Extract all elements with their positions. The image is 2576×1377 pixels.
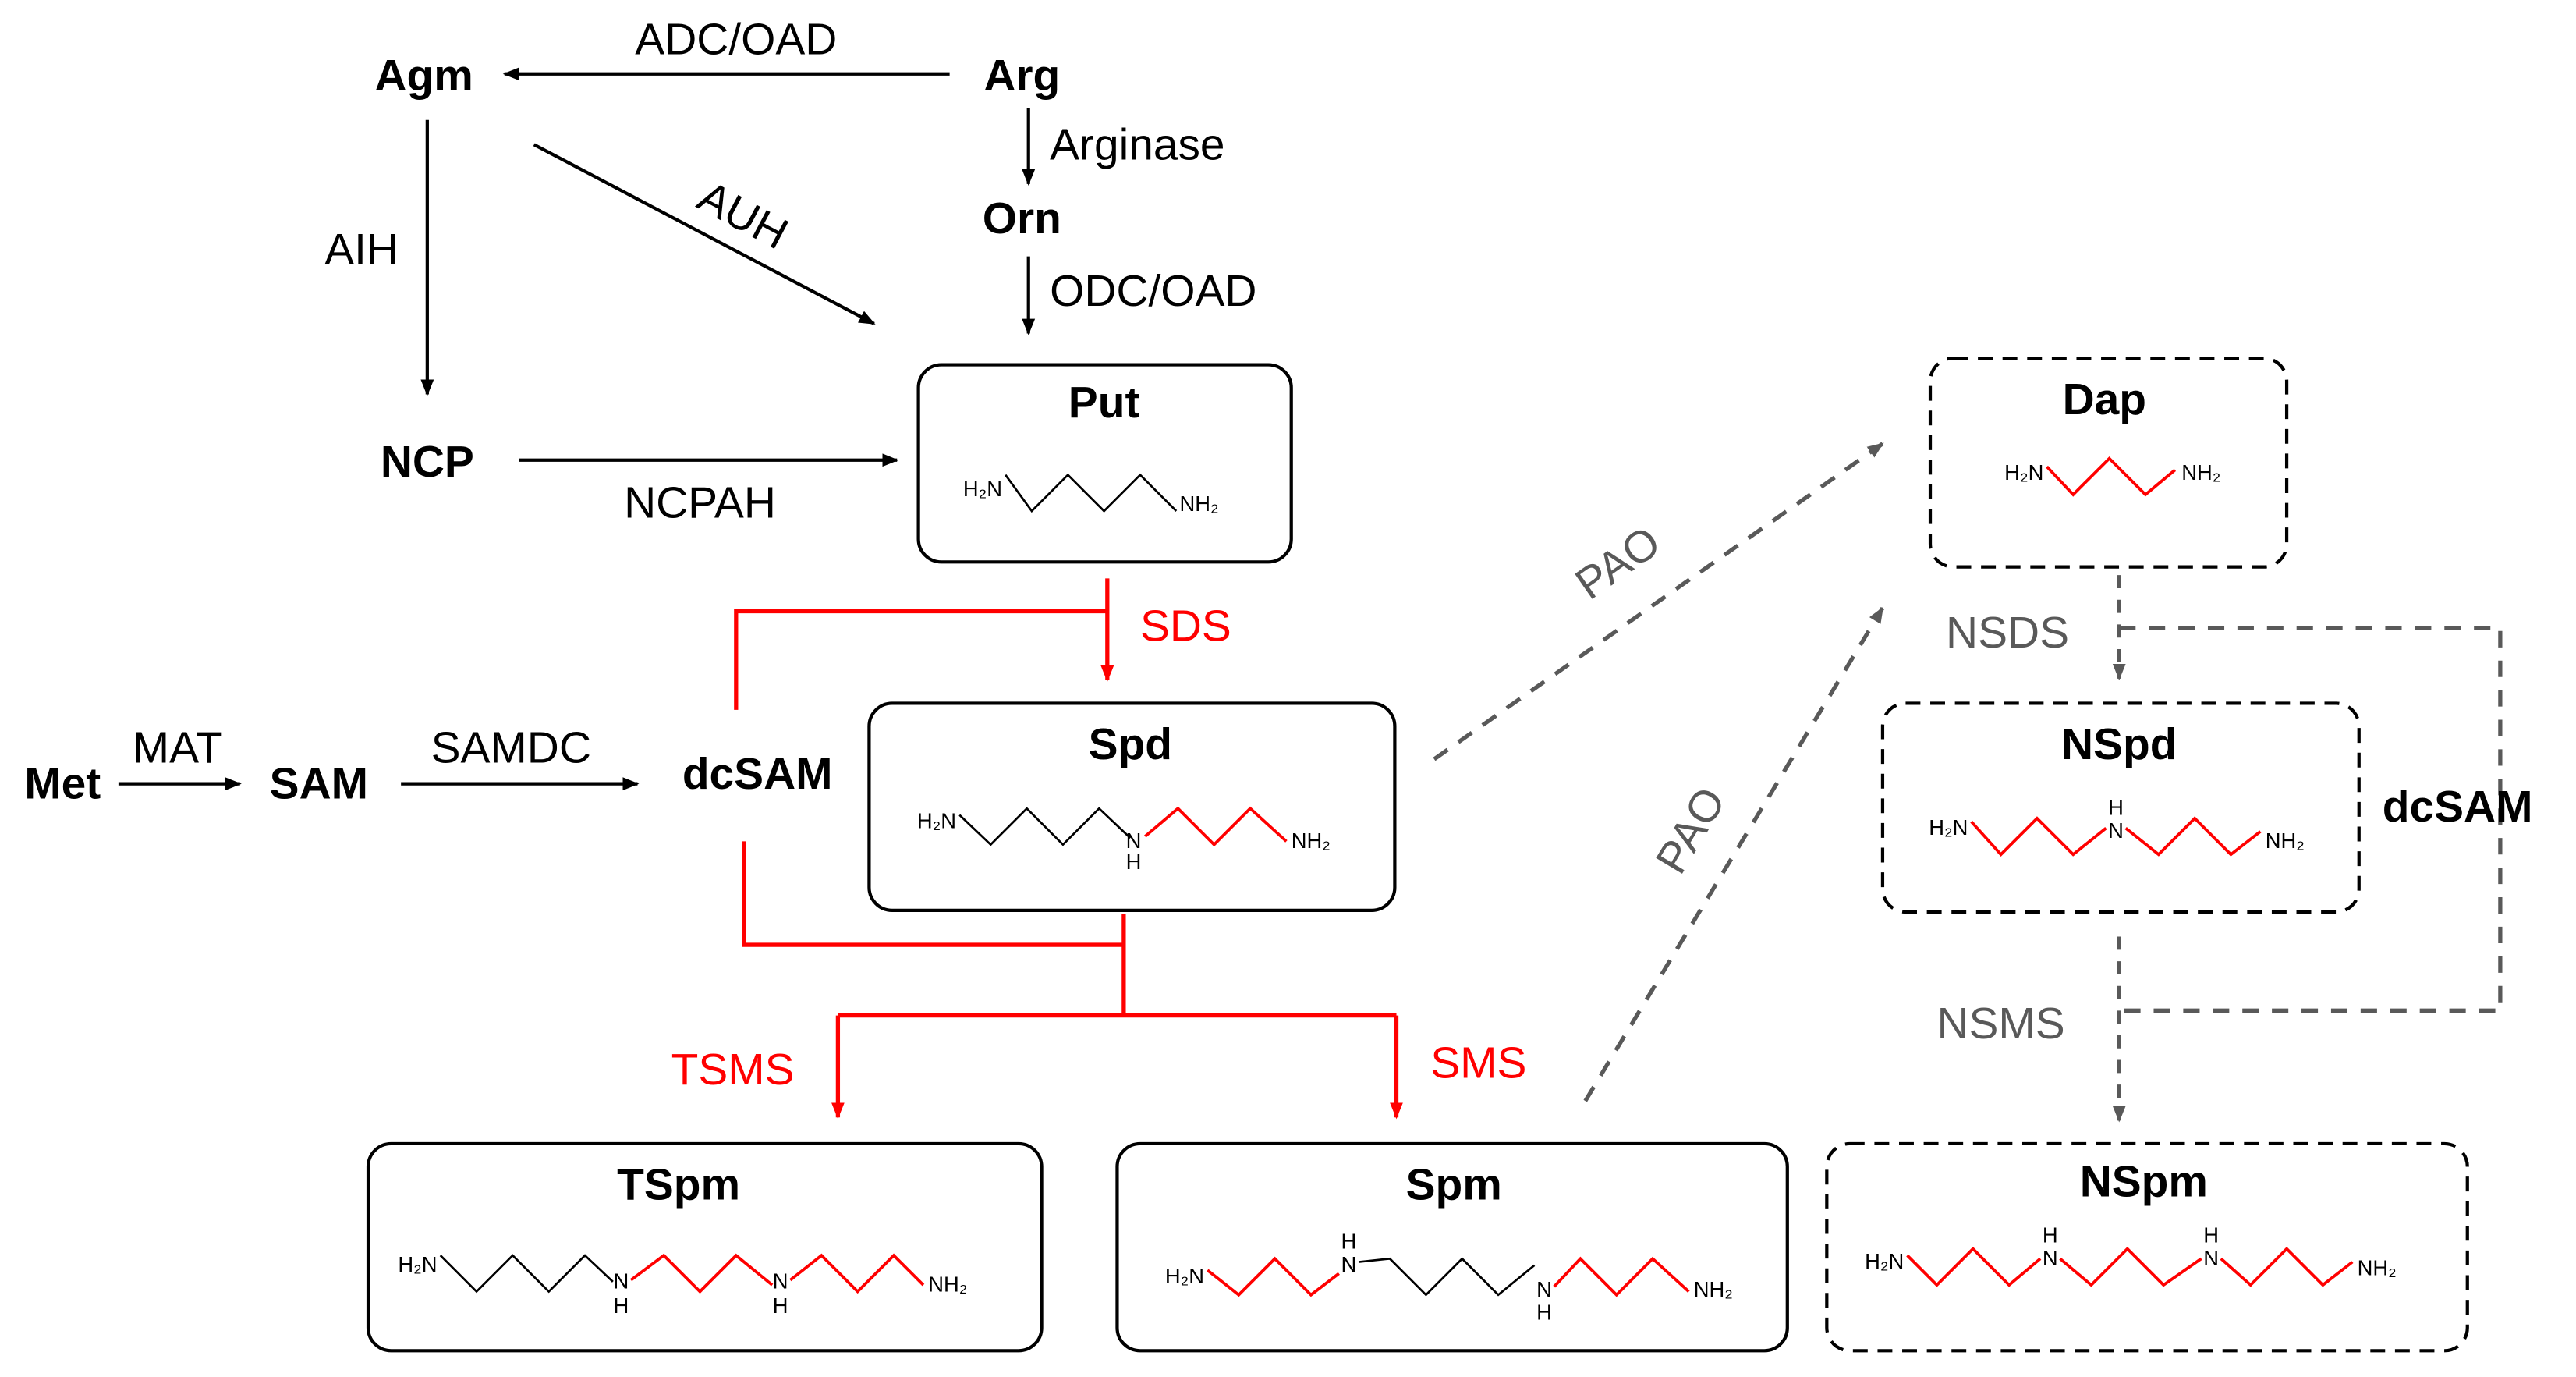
tspm-chain-red-2 <box>789 1253 925 1294</box>
nspm-n2: N <box>2203 1246 2219 1270</box>
tspm-structure: H₂N N H N H NH₂ <box>398 1252 967 1318</box>
ncp-label: NCP <box>381 438 474 487</box>
dcsam-label: dcSAM <box>682 750 833 799</box>
tspm-n1: N <box>613 1269 629 1293</box>
spm-h-bottom: H <box>1536 1300 1552 1324</box>
tspm-n2: N <box>773 1269 788 1293</box>
spm-chain-red-right <box>1553 1256 1690 1297</box>
enzyme-nsds: NSDS <box>1946 609 2069 658</box>
arrow-spm-to-nspd <box>1583 606 1885 1102</box>
nspm-h1: H <box>2043 1223 2058 1247</box>
put-box <box>916 363 1293 564</box>
dcsam-supply-sds <box>734 609 1107 710</box>
nspm-chain-red-3 <box>2220 1247 2354 1287</box>
dap-h2n: H₂N <box>2004 460 2043 484</box>
spm-n1: N <box>1341 1252 1357 1276</box>
nspm-h2: H <box>2203 1223 2219 1247</box>
put-nh2: NH₂ <box>1179 492 1218 516</box>
tspm-label: TSpm <box>617 1161 740 1210</box>
spd-nh2: NH₂ <box>1292 829 1331 853</box>
nspd-h2n: H₂N <box>1929 815 1968 839</box>
enzyme-mat: MAT <box>133 723 223 772</box>
put-h2n: H₂N <box>963 477 1002 501</box>
spm-chain-black <box>1358 1257 1536 1297</box>
dap-chain-red <box>2046 456 2177 497</box>
nspd-nh2: NH₂ <box>2266 829 2305 853</box>
dap-nh2: NH₂ <box>2181 460 2220 484</box>
nspd-structure: H₂N H N NH₂ <box>1929 796 2305 857</box>
put-structure: H₂N NH₂ <box>963 473 1219 516</box>
enzyme-ncpah: NCPAH <box>624 478 776 527</box>
nspd-box <box>1880 701 2361 914</box>
put-chain <box>1005 473 1178 513</box>
tspm-chain-red <box>629 1253 774 1294</box>
enzyme-sms: SMS <box>1430 1039 1526 1088</box>
arrow-agm-to-put <box>533 143 876 325</box>
enzyme-nsms: NSMS <box>1936 999 2064 1049</box>
spd-chain-black <box>958 807 1132 846</box>
arrow-spd-to-dap <box>1433 442 1884 761</box>
nspm-chain-red-1 <box>1906 1247 2042 1287</box>
spm-structure: H₂N H N N H NH₂ <box>1165 1230 1733 1325</box>
enzyme-pao-upper: PAO <box>1567 517 1669 609</box>
spd-box <box>867 701 1397 912</box>
nspd-h: H <box>2108 796 2124 820</box>
enzyme-odc-oad: ODC/OAD <box>1050 267 1256 316</box>
spd-chain-red <box>1144 806 1288 847</box>
spd-h: H <box>1126 850 1142 874</box>
orn-label: Orn <box>983 194 1061 243</box>
tspm-box <box>366 1141 1044 1353</box>
nspm-h2n: H₂N <box>1865 1249 1904 1273</box>
nspd-n: N <box>2108 818 2124 843</box>
enzyme-tsms: TSMS <box>671 1045 795 1095</box>
nspm-nh2: NH₂ <box>2358 1255 2397 1279</box>
nspd-chain-red-left <box>1970 816 2107 857</box>
enzyme-arginase: Arginase <box>1050 120 1224 169</box>
nspd-chain-red-right <box>2124 816 2262 857</box>
met-label: Met <box>24 760 101 809</box>
agm-label: Agm <box>374 51 473 101</box>
nspm-label: NSpm <box>2080 1157 2208 1206</box>
spd-label: Spd <box>1089 720 1172 769</box>
dcsam-right-label: dcSAM <box>2383 783 2533 832</box>
tspm-nh2: NH₂ <box>928 1272 967 1296</box>
enzyme-samdc: SAMDC <box>431 723 591 772</box>
nspd-label: NSpd <box>2061 720 2177 769</box>
tspm-chain-black <box>439 1254 614 1294</box>
dap-label: Dap <box>2063 375 2146 424</box>
tspm-h1: H <box>613 1294 629 1318</box>
dap-box <box>1928 357 2289 569</box>
nspm-n1: N <box>2043 1246 2058 1270</box>
tspm-h2n: H₂N <box>398 1252 437 1276</box>
spd-h2n: H₂N <box>917 809 956 833</box>
dcsam-right-supply <box>2119 625 2503 1013</box>
put-label: Put <box>1068 378 1140 428</box>
spd-structure: H₂N N H NH₂ <box>917 806 1331 874</box>
arg-label: Arg <box>983 51 1060 101</box>
enzyme-sds: SDS <box>1140 602 1231 651</box>
spm-h2n: H₂N <box>1165 1264 1204 1288</box>
enzyme-aih: AIH <box>324 225 399 275</box>
enzyme-auh: AUH <box>690 172 796 259</box>
spm-n2: N <box>1536 1277 1552 1301</box>
nspm-box <box>1825 1141 2469 1353</box>
spd-n: N <box>1126 829 1142 853</box>
dap-structure: H₂N NH₂ <box>2004 456 2220 497</box>
nspm-chain-red-2 <box>2059 1247 2202 1287</box>
dcsam-supply-tsms-sms <box>742 841 1124 947</box>
enzyme-adc-oad: ADC/OAD <box>635 16 837 65</box>
spm-h-top: H <box>1341 1230 1357 1254</box>
nspm-structure: H₂N H N H N NH₂ <box>1865 1223 2397 1287</box>
spm-chain-red-left <box>1207 1256 1340 1297</box>
spm-label: Spm <box>1406 1161 1502 1210</box>
spm-box <box>1115 1141 1789 1353</box>
enzyme-pao-lower: PAO <box>1647 779 1736 882</box>
tspm-h2: H <box>773 1294 788 1318</box>
spm-nh2: NH₂ <box>1694 1277 1733 1301</box>
sam-label: SAM <box>270 760 368 809</box>
